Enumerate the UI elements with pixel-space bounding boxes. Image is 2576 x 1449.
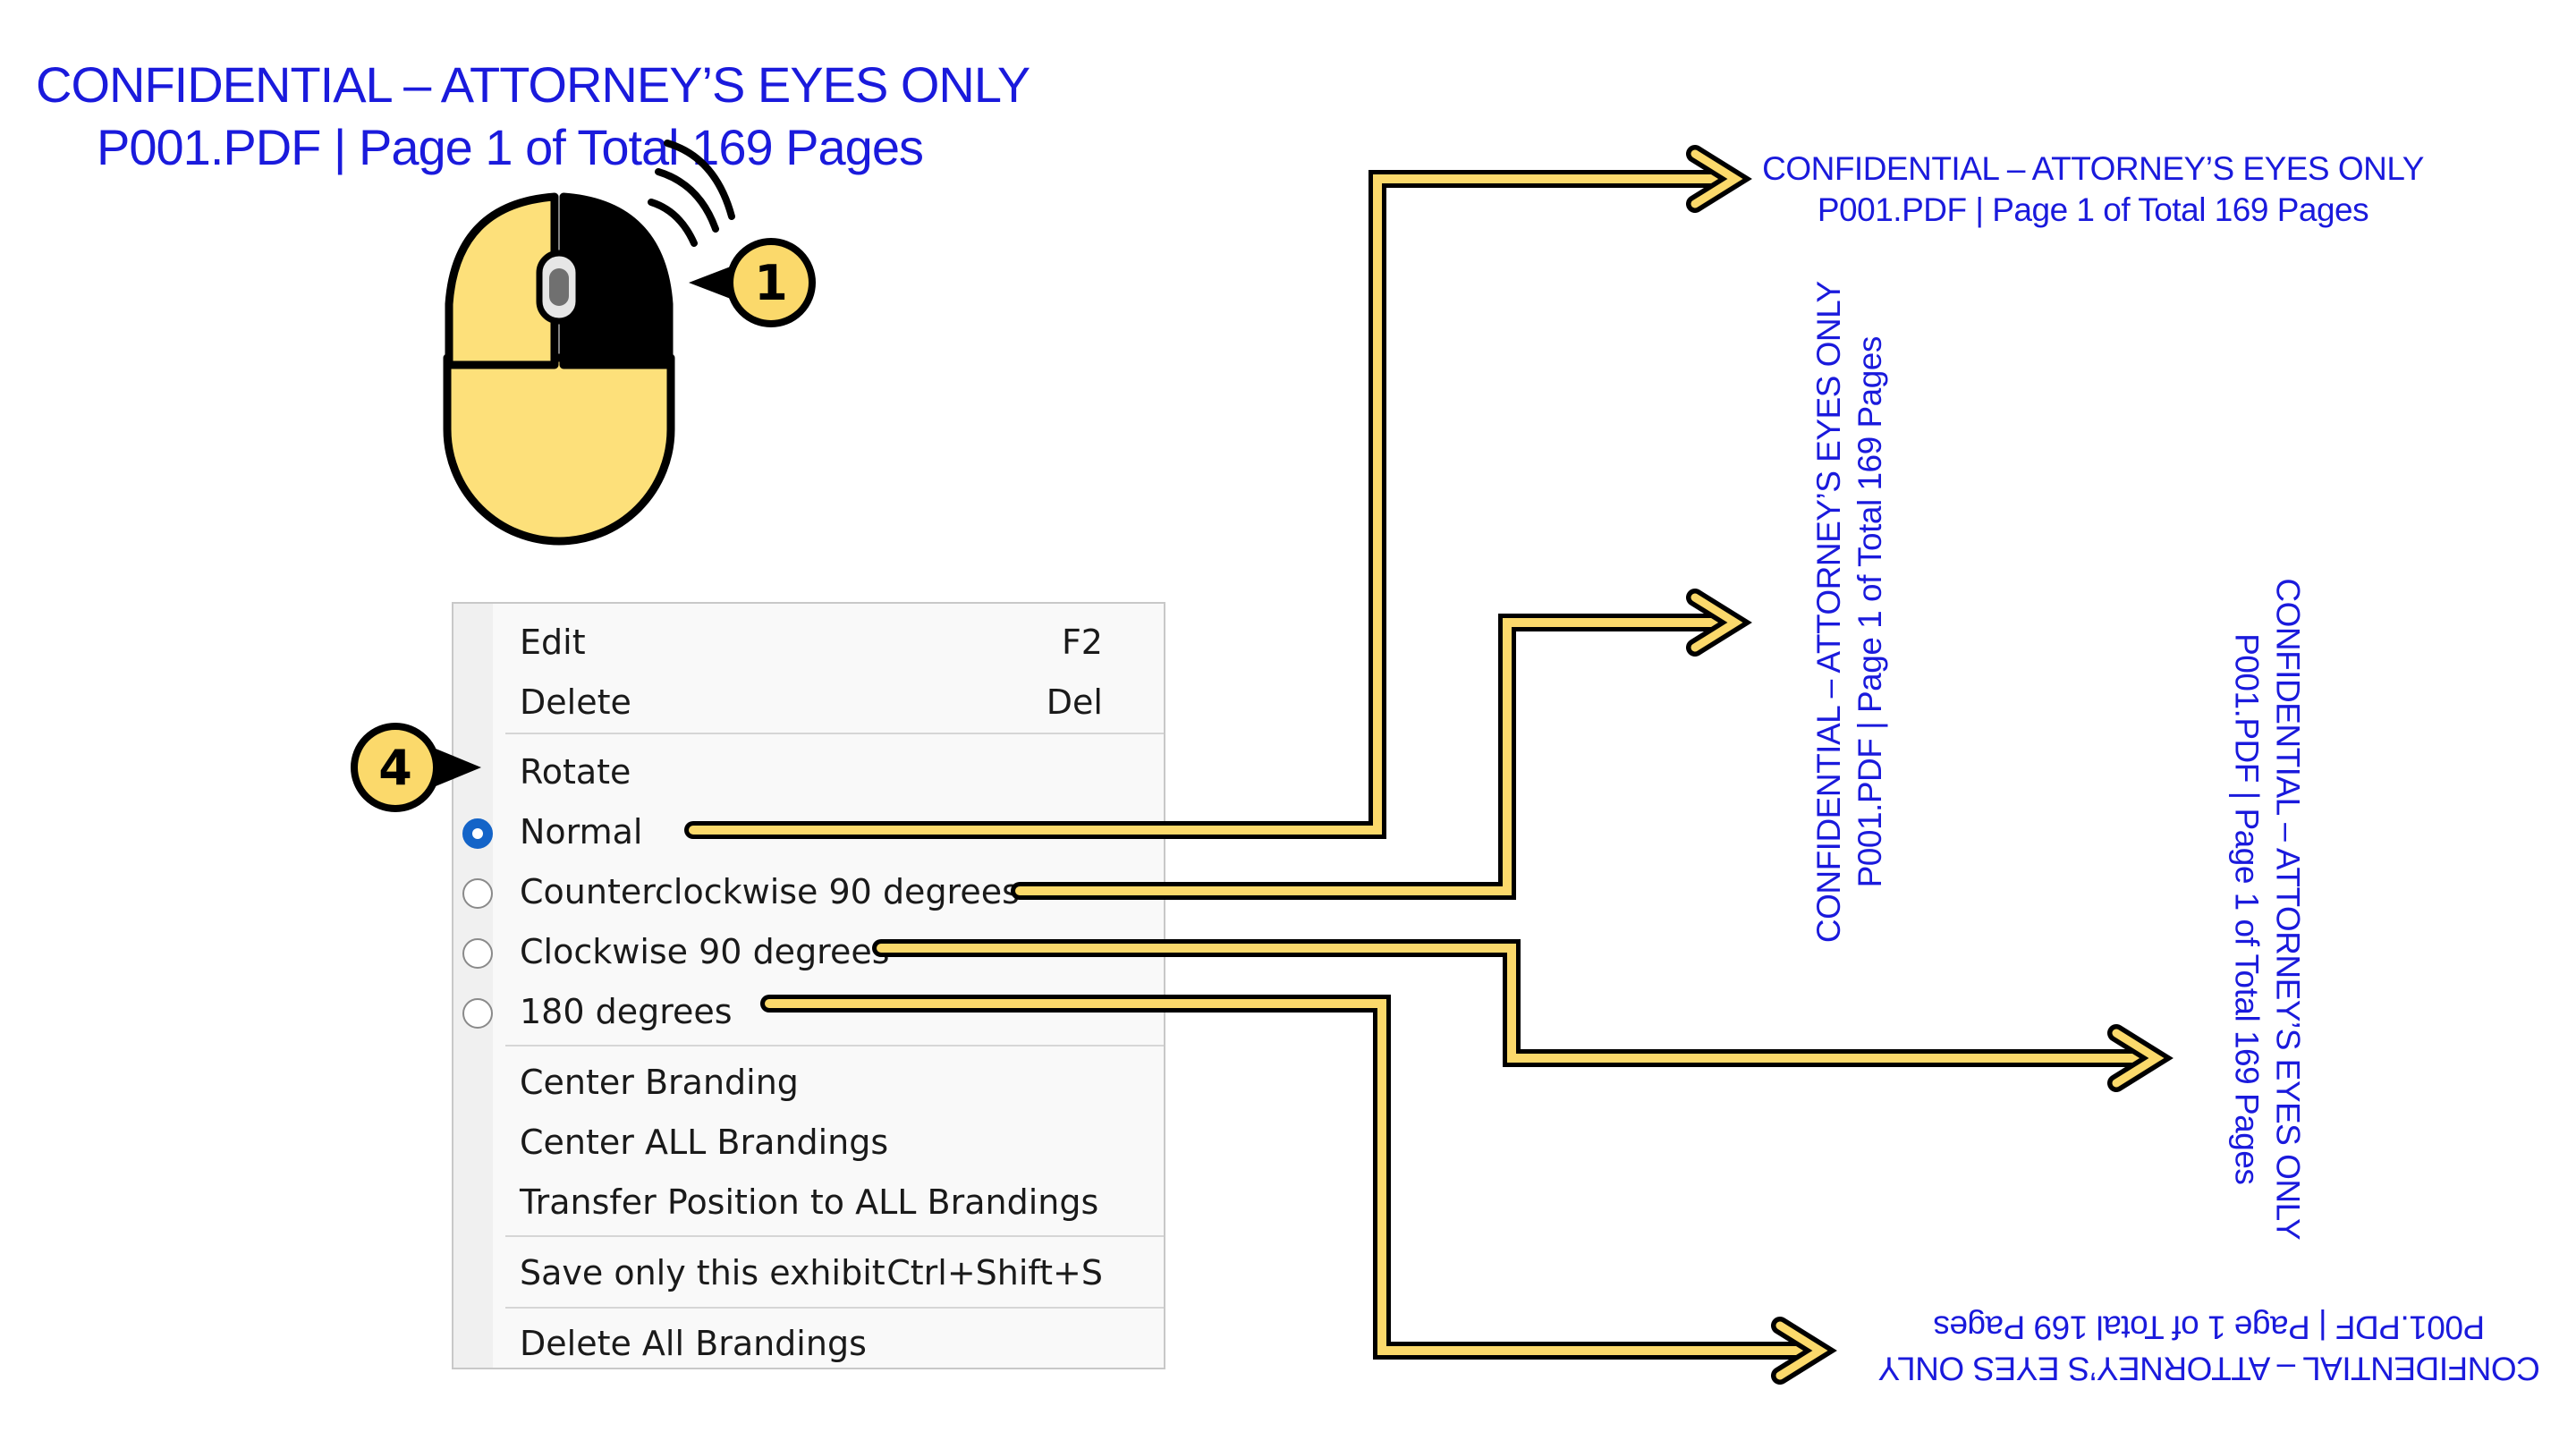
radio-icon [462, 938, 493, 969]
stamp-line-confidential: CONFIDENTIAL – ATTORNEY’S EYES ONLY [1762, 150, 2424, 187]
menu-item-label: Rotate [520, 752, 631, 792]
menu-separator [505, 1235, 1164, 1237]
menu-item-label: Transfer Position to ALL Brandings [520, 1182, 1099, 1222]
menu-item-delete-all-brandings[interactable]: Delete All Brandings [453, 1315, 1164, 1374]
arrow-icon [872, 939, 2174, 1092]
menu-item-rotate-clockwise[interactable]: Clockwise 90 degrees [453, 923, 1164, 982]
arrow-icon [1011, 589, 1752, 900]
menu-item-rotate-normal[interactable]: Normal [453, 803, 1164, 862]
callout-marker-step-1: 1 [689, 238, 816, 327]
stamp-line-confidential: CONFIDENTIAL – ATTORNEY’S EYES ONLY [36, 56, 1030, 113]
mouse-icon [443, 192, 675, 546]
menu-item-label: Delete All Brandings [520, 1324, 867, 1363]
menu-item-label: Normal [520, 812, 643, 852]
arrow-icon [760, 995, 1837, 1385]
menu-item-label: Delete [520, 682, 631, 722]
menu-gutter [453, 604, 493, 1368]
menu-item-rotate-counterclockwise[interactable]: Counterclockwise 90 degrees [453, 863, 1164, 922]
menu-item-rotate-180[interactable]: 180 degrees [453, 983, 1164, 1042]
menu-item-shortcut: F2 [1061, 623, 1103, 662]
menu-item-label: Edit [520, 623, 586, 662]
context-menu: Edit F2 Delete Del Rotate Normal Counter… [452, 602, 1165, 1369]
menu-item-label: Center ALL Brandings [520, 1123, 889, 1162]
radio-icon [462, 878, 493, 909]
radio-icon [462, 818, 493, 849]
menu-item-label: Clockwise 90 degrees [520, 932, 890, 971]
menu-item-label: Save only this exhibit [520, 1253, 886, 1292]
menu-item-center-branding[interactable]: Center Branding [453, 1054, 1164, 1113]
wireless-signal-icon [648, 140, 735, 247]
arrow-icon [684, 145, 1752, 839]
callout-number: 4 [378, 740, 412, 796]
mouse-body [443, 353, 675, 546]
menu-item-delete[interactable]: Delete Del [453, 674, 1164, 733]
menu-item-edit[interactable]: Edit F2 [453, 614, 1164, 673]
callout-number: 1 [754, 255, 788, 311]
stamp-line-page-info: P001.PDF | Page 1 of Total 169 Pages [1817, 191, 2369, 229]
radio-icon [462, 998, 493, 1029]
menu-item-shortcut: Ctrl+Shift+S [886, 1253, 1103, 1292]
menu-separator [505, 1307, 1164, 1309]
menu-item-center-all-brandings[interactable]: Center ALL Brandings [453, 1114, 1164, 1173]
menu-header-rotate: Rotate [453, 743, 1164, 802]
menu-separator [505, 733, 1164, 734]
menu-item-label: Counterclockwise 90 degrees [520, 872, 1020, 911]
mouse-left-button [445, 192, 559, 369]
menu-item-shortcut: Del [1046, 682, 1103, 722]
stamp-preview-original: CONFIDENTIAL – ATTORNEY’S EYES ONLY P001… [36, 54, 1030, 179]
menu-separator [505, 1045, 1164, 1046]
menu-item-label: 180 degrees [520, 992, 733, 1031]
menu-item-save-exhibit[interactable]: Save only this exhibit Ctrl+Shift+S [453, 1244, 1164, 1303]
menu-item-transfer-position[interactable]: Transfer Position to ALL Brandings [453, 1174, 1164, 1233]
mouse-right-button [559, 192, 674, 369]
stamp-line-page-info: P001.PDF | Page 1 of Total 169 Pages [97, 119, 924, 175]
menu-item-label: Center Branding [520, 1063, 799, 1102]
stamp-result-normal: CONFIDENTIAL – ATTORNEY’S EYES ONLY P001… [1753, 148, 2433, 232]
callout-marker-step-4: 4 [351, 723, 481, 812]
